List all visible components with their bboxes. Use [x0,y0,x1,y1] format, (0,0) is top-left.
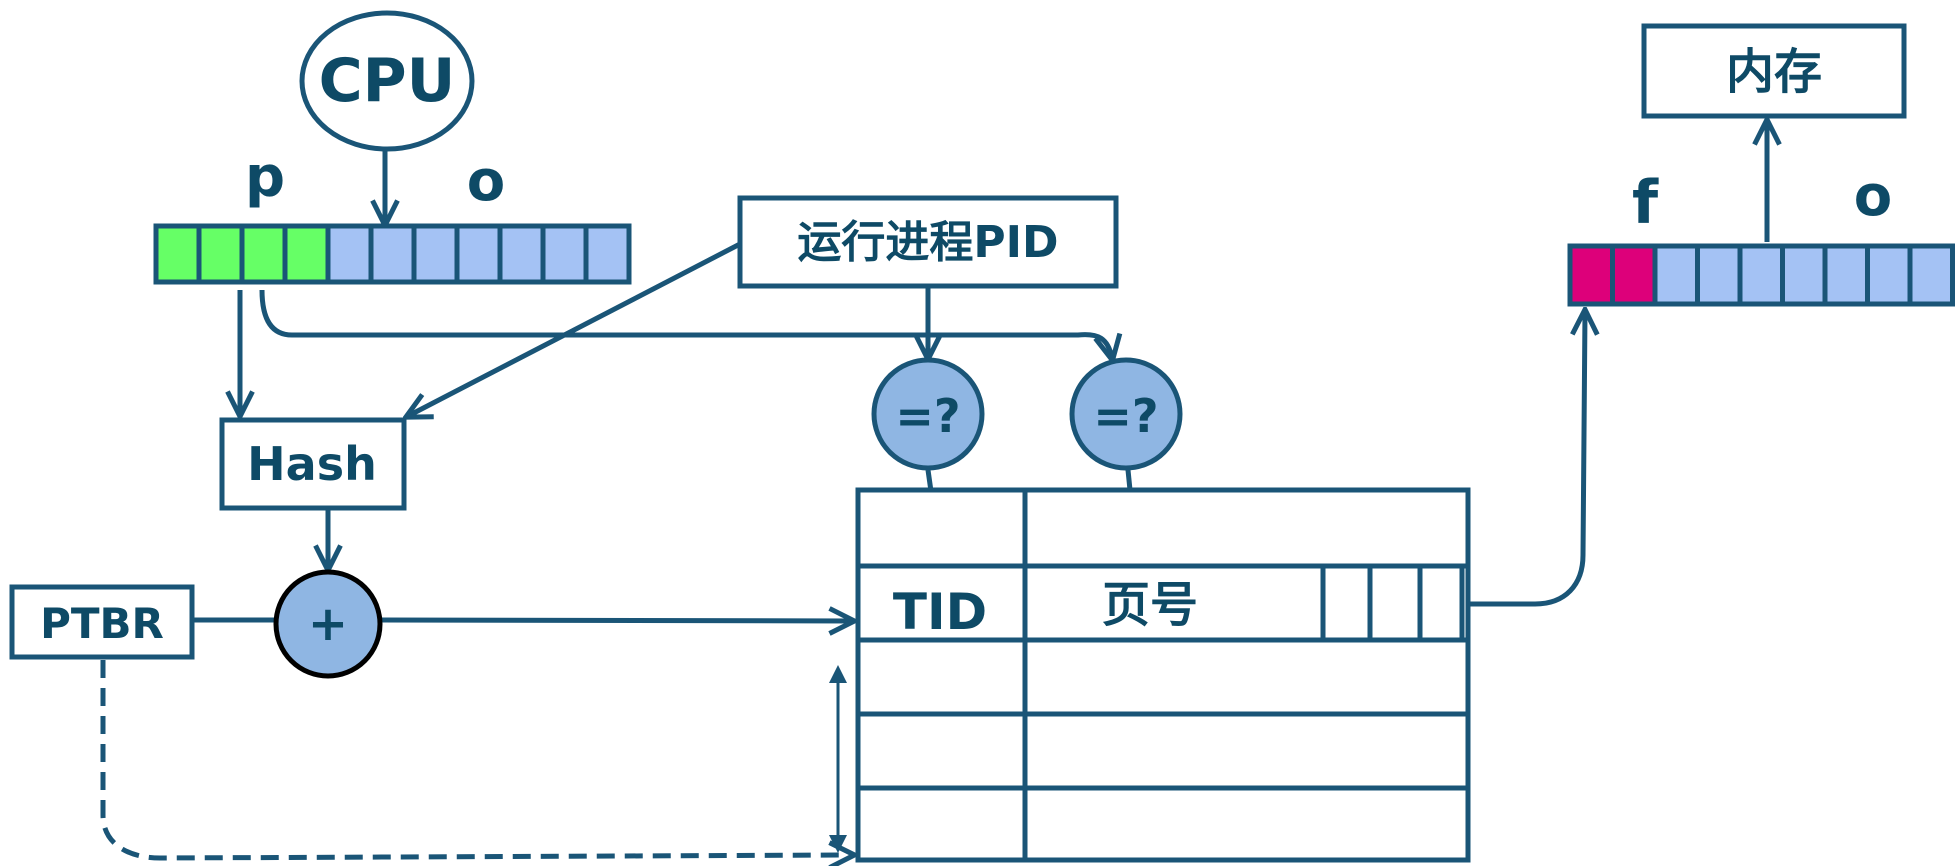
virtual-address-bit-cell [540,223,589,285]
ptbr-label: PTBR [40,599,164,648]
virtual-address-register [153,223,632,285]
ptbr-node: PTBR [9,584,195,660]
virtual-address-bit-cell [583,223,632,285]
physical-address-bit-cell [1780,243,1828,307]
comparator-2-circle [1069,357,1183,471]
cpu-label: CPU [319,46,456,116]
page-table: TID 页号 [855,487,1471,863]
pid-box [737,195,1119,289]
comparator-1: =? [871,357,985,471]
pid-label: 运行进程PID [797,217,1058,268]
virtual-address-bit-cell [153,223,202,285]
comparator-2: =? [1069,357,1183,471]
physical-address-bit-cell [1695,243,1743,307]
virtual-address-bit-cell [411,223,460,285]
physical-address-bit-cell [1610,243,1658,307]
physical-address-bit-cell [1652,243,1700,307]
virtual-address-bit-cell [239,223,288,285]
comparator-1-label: =? [895,389,960,443]
arrow-pid-to-hash [408,241,742,416]
pid-node: 运行进程PID [737,195,1119,289]
hash-label: Hash [247,437,377,491]
virtual-address-bit-cell [282,223,331,285]
page-table-extra-cells [1320,566,1465,640]
comparator-2-label: =? [1093,389,1158,443]
page-table-outline [855,487,1471,863]
adder-circle [273,569,383,679]
arrow-table-to-physical-address [1468,312,1585,607]
virtual-address-bit-cell [497,223,546,285]
virtual-address-bit-cell [196,223,245,285]
virtual-page-label: p [245,145,285,210]
physical-address-bit-cell [1567,243,1615,307]
arrow-page-to-comparator-2 [259,289,1112,358]
physical-address-register [1567,243,1955,307]
connectors [100,122,1767,858]
adder-label: + [308,596,348,652]
comparator-1-circle [871,357,985,471]
hash-box [219,417,407,511]
page-no-label: 页号 [1102,577,1198,633]
arrow-adder-to-table [379,620,852,621]
page-table-row-lines [858,490,1468,860]
memory-label: 内存 [1726,44,1822,100]
virtual-address-bit-cell [368,223,417,285]
cpu-node: CPU [299,10,475,152]
physical-address-bit-cell [1737,243,1785,307]
virtual-offset-label: o [467,149,505,214]
virtual-address-bit-cell [325,223,374,285]
physical-address-bit-cell [1865,243,1913,307]
physical-frame-label: f [1632,168,1659,238]
memory-node: 内存 [1641,23,1907,119]
hash-node: Hash [219,417,407,511]
dashed-ptbr-to-table [100,660,852,858]
cpu-ellipse [299,10,475,152]
tid-label: TID [893,583,987,641]
ptbr-box [9,584,195,660]
physical-offset-label: o [1854,164,1892,229]
physical-address-bit-cell [1907,243,1955,307]
memory-box [1641,23,1907,119]
adder-node: + [273,569,383,679]
virtual-address-bit-cell [454,223,503,285]
physical-address-bit-cell [1822,243,1870,307]
